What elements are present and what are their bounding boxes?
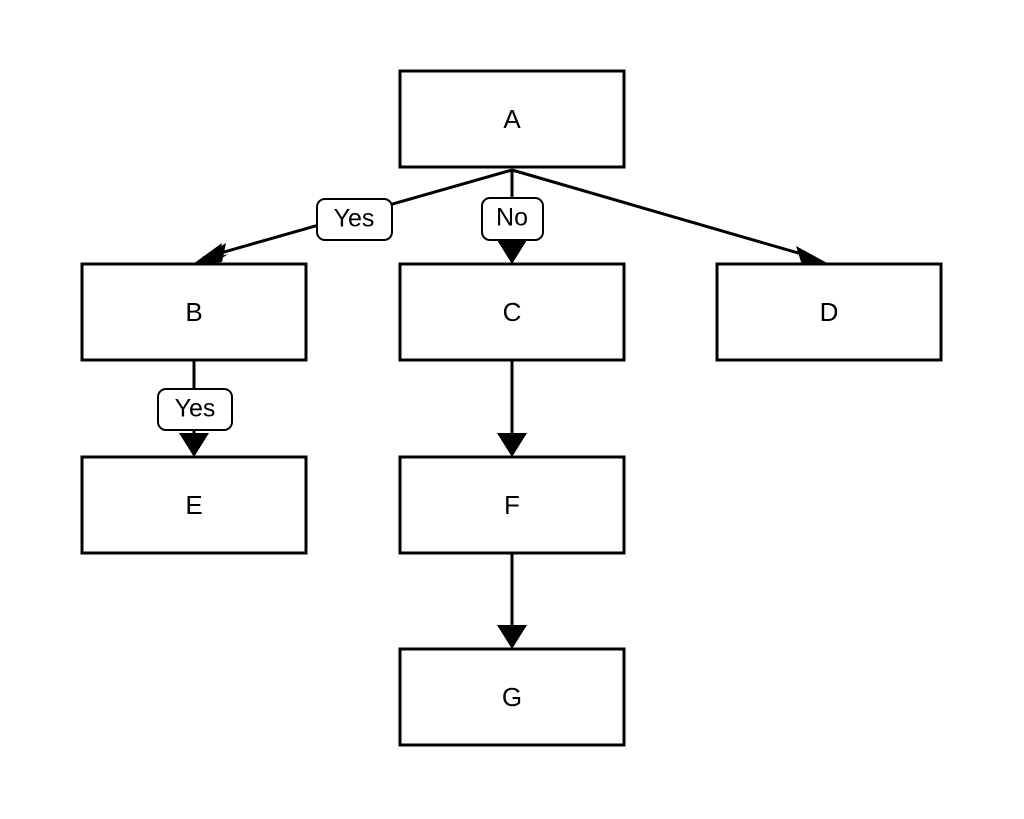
node-a-box[interactable] bbox=[398, 69, 626, 169]
edge-c-to-f-arrowhead bbox=[497, 433, 527, 457]
node-b-box[interactable] bbox=[80, 262, 308, 362]
edge-layer bbox=[179, 168, 829, 649]
edge-b-to-e-arrowhead bbox=[179, 433, 209, 457]
edge-label-a-to-b-text: Yes bbox=[334, 205, 375, 233]
edge-label-b-to-e-text: Yes bbox=[175, 395, 216, 423]
edge-label-a-to-b[interactable]: Yes bbox=[316, 198, 393, 241]
node-c-box[interactable] bbox=[398, 262, 626, 362]
edge-a-to-d bbox=[511, 168, 829, 265]
node-f-label: F bbox=[504, 490, 520, 520]
edge-c-to-f bbox=[497, 360, 527, 457]
node-d-box[interactable] bbox=[715, 262, 943, 362]
node-d-label: D bbox=[820, 297, 839, 327]
edge-label-b-to-e-box[interactable] bbox=[157, 388, 233, 431]
edge-a-to-b-arrowhead-solid bbox=[192, 243, 226, 265]
edge-label-a-to-c-box[interactable] bbox=[481, 197, 544, 241]
node-b[interactable]: B bbox=[80, 262, 308, 362]
edge-label-a-to-b-box[interactable] bbox=[316, 198, 393, 241]
node-g[interactable]: G bbox=[398, 647, 626, 747]
node-g-label: G bbox=[502, 682, 522, 712]
node-g-box[interactable] bbox=[398, 647, 626, 747]
edge-a-to-d-line bbox=[511, 168, 813, 259]
edge-label-a-to-c[interactable]: No bbox=[481, 197, 544, 241]
node-f[interactable]: F bbox=[398, 455, 626, 555]
edge-a-to-d-arrowhead bbox=[796, 246, 829, 265]
edge-label-b-to-e[interactable]: Yes bbox=[157, 388, 233, 431]
edge-label-a-to-c-text: No bbox=[496, 204, 528, 232]
edge-a-to-c-arrowhead bbox=[497, 240, 527, 264]
node-a[interactable]: A bbox=[398, 69, 626, 169]
node-c[interactable]: C bbox=[398, 262, 626, 362]
edge-f-to-g bbox=[497, 553, 527, 649]
edge-f-to-g-arrowhead bbox=[497, 625, 527, 649]
node-d[interactable]: D bbox=[715, 262, 943, 362]
node-c-label: C bbox=[503, 297, 522, 327]
node-e-box[interactable] bbox=[80, 455, 308, 555]
node-f-box[interactable] bbox=[398, 455, 626, 555]
node-b-label: B bbox=[185, 297, 202, 327]
edge-label-layer: Yes No Yes bbox=[157, 197, 544, 431]
node-layer: A B C D E F G bbox=[80, 69, 943, 747]
node-a-label: A bbox=[503, 104, 521, 134]
node-e[interactable]: E bbox=[80, 455, 308, 555]
node-e-label: E bbox=[185, 490, 202, 520]
